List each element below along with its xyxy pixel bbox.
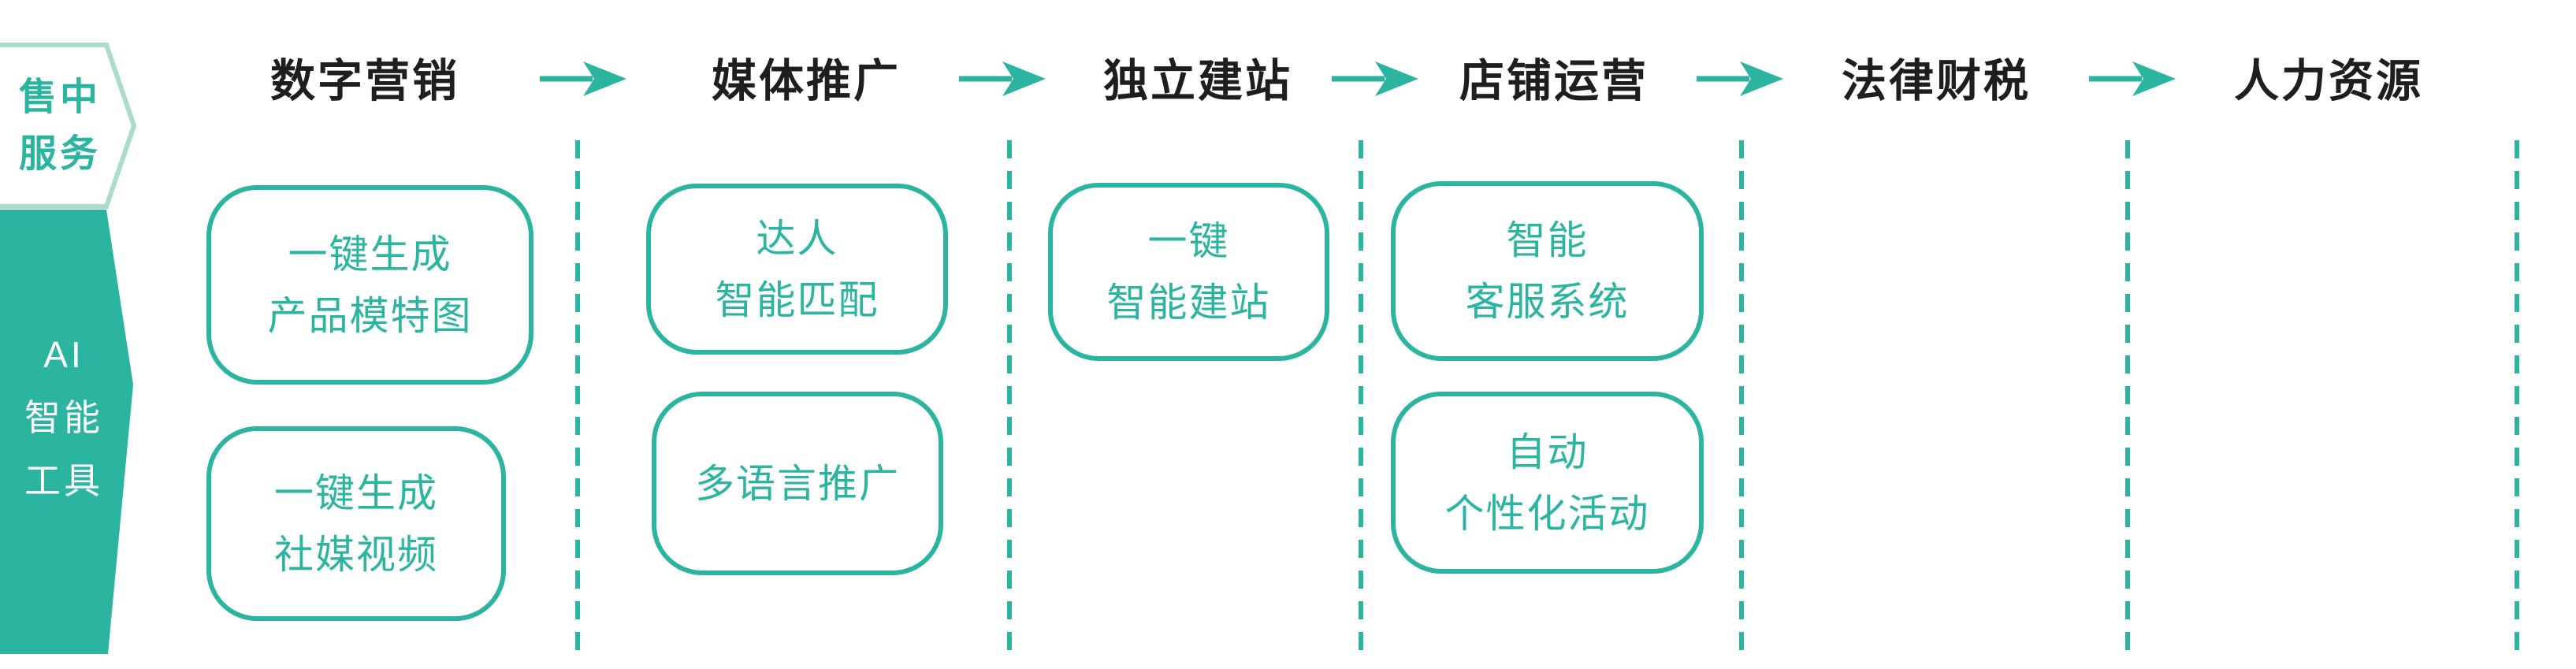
step-header-site-building: 独立建站 [1103,56,1292,106]
tool-box-product-model-image: 一键生成 产品模特图 [206,185,533,385]
flow-arrow-icon [1332,61,1418,96]
tool-box-one-click-site: 一键 智能建站 [1048,183,1329,361]
ai-banner-line: AI [43,334,84,375]
phase-badge-line: 售中 [18,76,101,118]
ai-tools-banner-shape [0,210,133,654]
flow-arrow-icon [959,61,1046,96]
tool-box-multilingual-promo: 多语言推广 [652,392,943,575]
tool-box-social-media-video: 一键生成 社媒视频 [206,426,506,621]
step-header-media-promotion: 媒体推广 [712,56,901,106]
phase-badge: 售中 服务 [0,45,120,206]
step-header-legal-tax: 法律财税 [1842,56,2031,106]
phase-badge-line: 服务 [18,132,101,175]
step-header-store-operation: 店铺运营 [1459,56,1649,106]
tool-box-auto-personalized-campaign: 自动 个性化活动 [1391,392,1704,574]
flow-arrow-icon [540,61,626,96]
flow-arrow-icon [2089,61,2176,96]
step-header-digital-marketing: 数字营销 [270,56,459,106]
phase-badge-shape [0,43,137,209]
flow-arrow-icon [1697,61,1783,96]
ai-banner-line: 工具 [24,460,103,501]
ai-tools-banner: AI 智能 工具 [0,210,128,626]
step-header-human-resources: 人力资源 [2234,56,2423,106]
tool-box-influencer-matching: 达人 智能匹配 [646,184,948,355]
ai-banner-line: 智能 [24,397,103,438]
tool-box-smart-customer-service: 智能 客服系统 [1391,181,1704,361]
